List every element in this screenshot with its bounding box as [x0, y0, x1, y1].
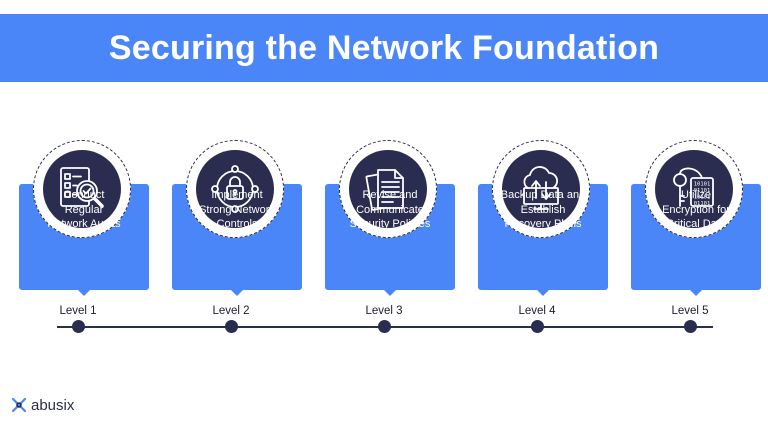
card-pointer	[689, 289, 703, 296]
level-label-4: Level 4	[518, 305, 556, 317]
brand-logo: abusix	[10, 396, 74, 414]
key-binary-encryption-icon: 10101 01101 10101 01101	[673, 167, 714, 207]
abusix-logo-icon	[11, 397, 27, 413]
step-text: Revise and Communicate Security Policies	[349, 189, 431, 230]
icon-disc	[43, 150, 121, 228]
cloud-backup-monitor-icon	[523, 166, 559, 210]
padlock-network-icon	[211, 165, 259, 213]
step-text: Utilize Encryption for Critical Data	[662, 189, 730, 230]
timeline-dot-1	[71, 320, 85, 333]
icon-disc	[349, 150, 427, 228]
card-pointer	[383, 289, 397, 296]
timeline-dot-4	[530, 320, 544, 333]
card-pointer	[230, 289, 244, 296]
icon-disc	[502, 150, 580, 228]
icon-disc: 10101 01101 10101 01101	[655, 150, 733, 228]
level-label-3: Level 3	[365, 305, 403, 317]
step-text: Implement Strong Network Controls	[199, 189, 275, 230]
level-label-1: Level 1	[59, 305, 97, 317]
step-text: Conduct Regular Network Audits	[47, 189, 121, 230]
page-title: Securing the Network Foundation	[108, 28, 660, 67]
timeline-dot-3	[377, 320, 391, 333]
svg-text:01101: 01101	[694, 201, 711, 207]
level-label-2: Level 2	[212, 305, 250, 317]
policy-documents-icon	[365, 169, 404, 211]
card-pointer	[536, 289, 550, 296]
card-pointer	[77, 289, 91, 296]
title-banner: Securing the Network Foundation	[0, 14, 768, 82]
step-text: Backup Data and Establish Recovery Plans	[500, 189, 586, 230]
icon-disc	[196, 150, 274, 228]
svg-text:10101: 10101	[694, 182, 711, 188]
timeline-dot-2	[224, 320, 238, 333]
timeline-dot-5	[683, 320, 697, 333]
audit-checklist-magnifier-icon	[60, 167, 104, 208]
level-label-5: Level 5	[671, 305, 709, 317]
svg-text:10101: 10101	[694, 195, 711, 201]
brand-name: abusix	[31, 396, 75, 414]
svg-text:01101: 01101	[694, 188, 711, 194]
